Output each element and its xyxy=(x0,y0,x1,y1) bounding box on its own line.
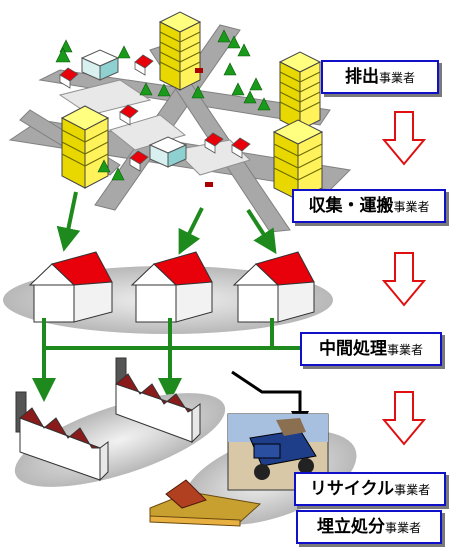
label-recycle-main: リサイクル xyxy=(309,479,395,499)
flow-arrow-recycle xyxy=(231,370,309,429)
label-landfill-suffix: 事業者 xyxy=(384,521,421,535)
facility-house xyxy=(28,251,113,323)
label-discharger-main: 排出 xyxy=(344,67,379,87)
tall-building xyxy=(278,51,322,131)
down-arrow-icon xyxy=(381,111,427,166)
factory-building xyxy=(15,391,109,482)
car-icon xyxy=(195,68,203,73)
label-recycle-suffix: 事業者 xyxy=(394,483,431,497)
tall-building xyxy=(272,119,324,201)
label-discharger: 排出事業者 xyxy=(321,60,439,94)
label-collector-main: 収集・運搬 xyxy=(308,196,394,216)
factory-building xyxy=(114,357,201,444)
flow-arrows-collection xyxy=(56,191,277,255)
down-arrow-icon xyxy=(381,252,427,307)
label-collector-suffix: 事業者 xyxy=(393,200,430,214)
tall-building xyxy=(158,11,202,91)
label-intermediate-suffix: 事業者 xyxy=(386,343,423,357)
label-intermediate: 中間処理事業者 xyxy=(300,332,442,366)
car-icon xyxy=(205,182,213,187)
flow-arrows-distribution xyxy=(32,318,308,402)
label-landfill: 埋立処分事業者 xyxy=(296,510,442,544)
city-illustration xyxy=(8,11,352,233)
tall-building xyxy=(60,105,110,189)
intermediate-facilities xyxy=(3,251,333,334)
stage-arrows xyxy=(381,111,427,446)
label-landfill-main: 埋立処分 xyxy=(316,517,385,537)
tree-cluster xyxy=(55,29,271,181)
facility-house xyxy=(130,251,213,323)
dump-truck-image xyxy=(227,413,329,491)
label-collector: 収集・運搬事業者 xyxy=(292,189,446,223)
facility-house xyxy=(232,251,315,323)
label-recycle: リサイクル事業者 xyxy=(294,472,446,506)
landfill-layers xyxy=(149,479,262,527)
label-discharger-suffix: 事業者 xyxy=(378,71,415,85)
down-arrow-icon xyxy=(381,391,427,446)
label-intermediate-main: 中間処理 xyxy=(318,339,387,359)
